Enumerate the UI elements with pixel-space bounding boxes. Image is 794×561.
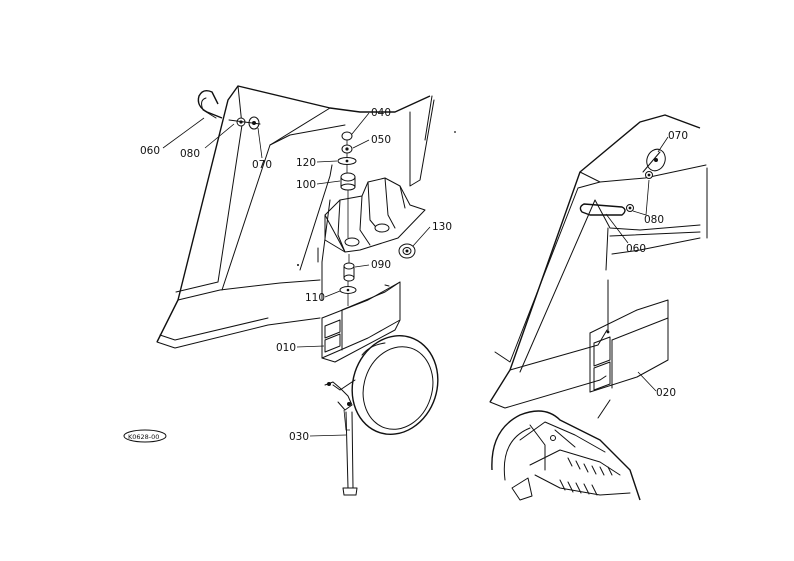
- mounting-bracket: [317, 177, 426, 301]
- label-070-left: 070: [252, 159, 272, 171]
- stray-dot: [297, 264, 299, 266]
- lamp-housing-rear: [491, 399, 641, 501]
- left-callouts: 060 080 070 040 050 120 100 130 090 110 …: [140, 107, 452, 443]
- work-lamp: [324, 335, 439, 435]
- left-hook-060: [197, 89, 223, 119]
- lamp-bracket-010: [321, 281, 401, 363]
- label-060-left: 060: [140, 145, 160, 157]
- label-030: 030: [289, 431, 309, 443]
- right-bolt-080-070: [626, 148, 666, 212]
- lower-stack: [339, 254, 357, 306]
- right-callouts: 070 080 060 020: [605, 130, 688, 399]
- label-010: 010: [276, 342, 296, 354]
- label-100: 100: [296, 179, 316, 191]
- label-040: 040: [371, 107, 391, 119]
- right-latch-060: [579, 203, 626, 216]
- drawing-code: K0628-00: [128, 433, 159, 441]
- label-020: 020: [656, 387, 676, 399]
- label-080-left: 080: [180, 148, 200, 160]
- label-070-right: 070: [668, 130, 688, 142]
- label-080-right: 080: [644, 214, 664, 226]
- label-090: 090: [371, 259, 391, 271]
- label-050: 050: [371, 134, 391, 146]
- rubber-stack: [337, 131, 357, 238]
- bolt-030: [342, 409, 358, 496]
- label-120: 120: [296, 157, 316, 169]
- drawing-code-stamp: K0628-00: [123, 429, 167, 443]
- left-bolt-080-070: [228, 116, 261, 130]
- left-frame-arm: [156, 85, 435, 349]
- label-060-right: 060: [626, 243, 646, 255]
- label-110: 110: [305, 292, 325, 304]
- right-frame-arm: [489, 114, 708, 409]
- stray-dot-2: [454, 131, 456, 133]
- bracket-020: [589, 279, 669, 393]
- label-130: 130: [432, 221, 452, 233]
- knob-130: [398, 243, 416, 259]
